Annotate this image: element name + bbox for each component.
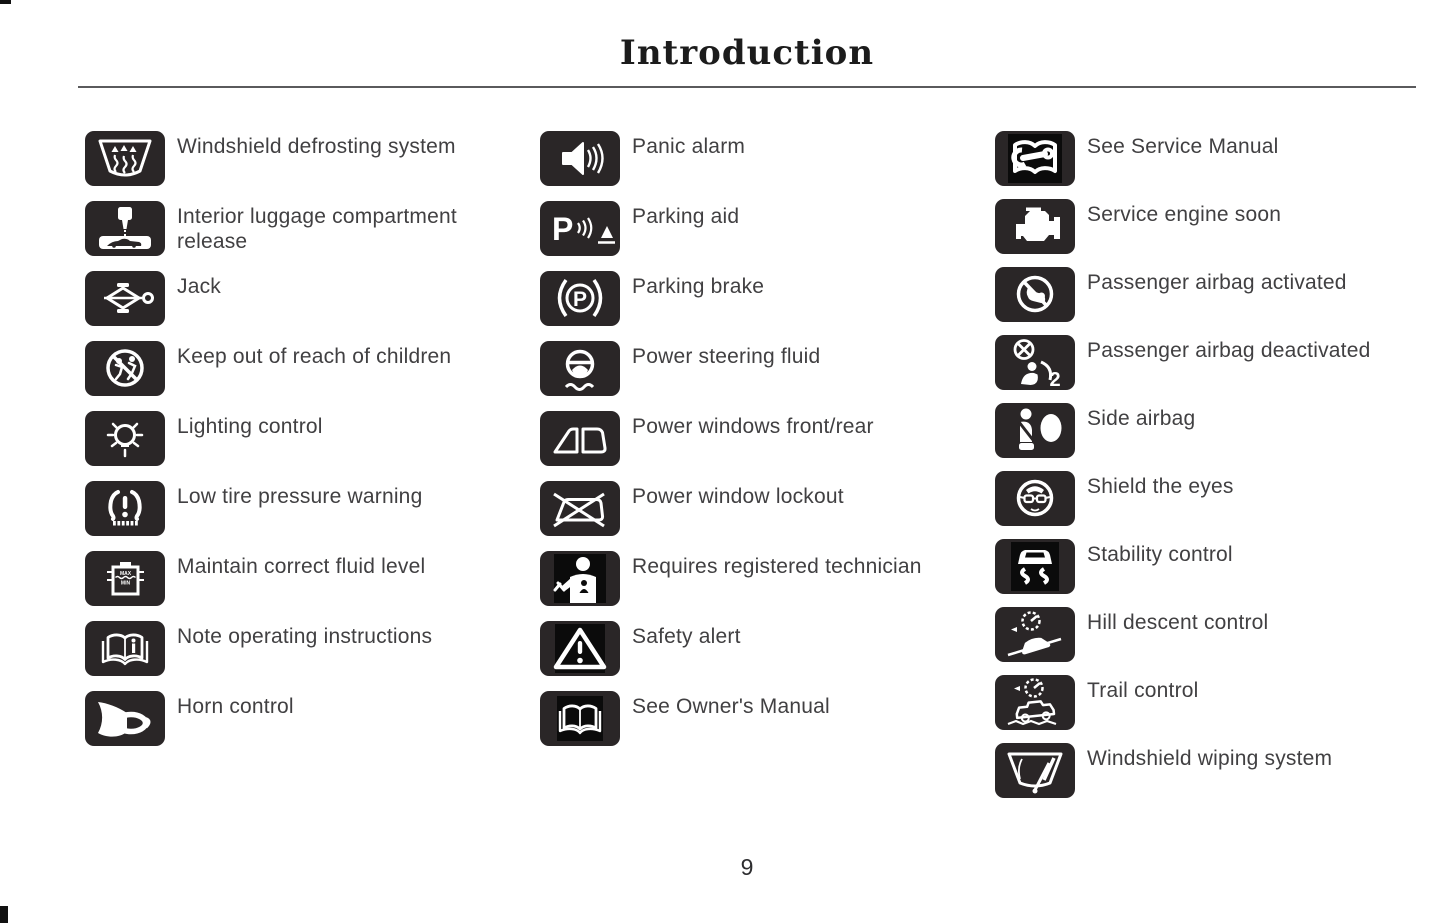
list-item: Note operating instructions bbox=[85, 621, 512, 676]
jack-icon bbox=[85, 271, 165, 326]
operating-instructions-icon bbox=[85, 621, 165, 676]
item-label: Shield the eyes bbox=[1087, 475, 1234, 498]
keep-out-children-icon bbox=[85, 341, 165, 396]
item-label: Service engine soon bbox=[1087, 203, 1282, 226]
item-label: See Service Manual bbox=[1087, 135, 1279, 158]
list-item: Safety alert bbox=[540, 621, 967, 676]
item-label: Power steering fluid bbox=[632, 345, 821, 368]
svg-text:2: 2 bbox=[1049, 369, 1060, 390]
item-label: Side airbag bbox=[1087, 407, 1196, 430]
item-label: Panic alarm bbox=[632, 135, 746, 158]
page-number: 9 bbox=[740, 854, 754, 880]
item-label: Jack bbox=[177, 275, 221, 298]
list-item: Windshield wiping system bbox=[995, 743, 1422, 798]
owners-manual-icon bbox=[540, 691, 620, 746]
trail-control-icon bbox=[995, 675, 1075, 730]
svg-text:MAX: MAX bbox=[120, 571, 132, 577]
list-item: Side airbag bbox=[995, 403, 1422, 458]
safety-alert-icon bbox=[540, 621, 620, 676]
item-label: Windshield wiping system bbox=[1087, 747, 1333, 770]
parking-aid-icon: P bbox=[540, 201, 620, 256]
list-item: Low tire pressure warning bbox=[85, 481, 512, 536]
symbol-column-left: Windshield defrosting system Interior lu… bbox=[85, 131, 512, 761]
list-item: See Owner's Manual bbox=[540, 691, 967, 746]
item-label: Requires registered technician bbox=[632, 555, 922, 578]
item-label: Maintain correct fluid level bbox=[177, 555, 426, 578]
item-label: Low tire pressure warning bbox=[177, 485, 423, 508]
windshield-wiping-icon bbox=[995, 743, 1075, 798]
item-label: Parking aid bbox=[632, 205, 740, 228]
list-item: P Parking aid bbox=[540, 201, 967, 256]
item-label: Lighting control bbox=[177, 415, 323, 438]
parking-brake-icon: P bbox=[540, 271, 620, 326]
list-item: 2 Passenger airbag deactivated bbox=[995, 335, 1422, 390]
horn-icon bbox=[85, 691, 165, 746]
windshield-defrosting-icon bbox=[85, 131, 165, 186]
window-lockout-icon bbox=[540, 481, 620, 536]
power-steering-icon bbox=[540, 341, 620, 396]
luggage-release-icon bbox=[85, 201, 165, 256]
list-item: Requires registered technician bbox=[540, 551, 967, 606]
list-item: Service engine soon bbox=[995, 199, 1422, 254]
service-manual-icon bbox=[995, 131, 1075, 186]
fluid-level-icon: MAX MIN bbox=[85, 551, 165, 606]
scan-artifact-bottom-left bbox=[0, 906, 8, 923]
list-item: P Parking brake bbox=[540, 271, 967, 326]
item-label: Stability control bbox=[1087, 543, 1233, 566]
item-label: Power windows front/rear bbox=[632, 415, 874, 438]
svg-text:P: P bbox=[552, 211, 573, 247]
item-label: Hill descent control bbox=[1087, 611, 1269, 634]
list-item: Passenger airbag activated bbox=[995, 267, 1422, 322]
list-item: Keep out of reach of children bbox=[85, 341, 512, 396]
item-label: Keep out of reach of children bbox=[177, 345, 452, 368]
power-windows-icon bbox=[540, 411, 620, 466]
shield-eyes-icon bbox=[995, 471, 1075, 526]
side-airbag-icon bbox=[995, 403, 1075, 458]
list-item: Windshield defrosting system bbox=[85, 131, 512, 186]
symbol-column-right: See Service Manual Service engine soon bbox=[995, 131, 1422, 811]
list-item: Power window lockout bbox=[540, 481, 967, 536]
item-label: Trail control bbox=[1087, 679, 1199, 702]
title-divider bbox=[78, 86, 1416, 88]
item-label: Safety alert bbox=[632, 625, 741, 648]
list-item: Lighting control bbox=[85, 411, 512, 466]
panic-alarm-icon bbox=[540, 131, 620, 186]
item-label: Passenger airbag deactivated bbox=[1087, 339, 1371, 362]
item-label: See Owner's Manual bbox=[632, 695, 830, 718]
item-label: Horn control bbox=[177, 695, 294, 718]
list-item: Hill descent control bbox=[995, 607, 1422, 662]
low-tire-pressure-icon bbox=[85, 481, 165, 536]
item-label: Parking brake bbox=[632, 275, 765, 298]
list-item: Interior luggage compartment release bbox=[85, 201, 512, 256]
stability-control-icon bbox=[995, 539, 1075, 594]
list-item: MAX MIN Maintain correct fluid level bbox=[85, 551, 512, 606]
list-item: Shield the eyes bbox=[995, 471, 1422, 526]
list-item: Power steering fluid bbox=[540, 341, 967, 396]
engine-icon bbox=[995, 199, 1075, 254]
item-label: Power window lockout bbox=[632, 485, 844, 508]
list-item: Trail control bbox=[995, 675, 1422, 730]
technician-icon bbox=[540, 551, 620, 606]
list-item: Stability control bbox=[995, 539, 1422, 594]
list-item: Jack bbox=[85, 271, 512, 326]
svg-text:P: P bbox=[573, 288, 587, 311]
list-item: Power windows front/rear bbox=[540, 411, 967, 466]
lighting-control-icon bbox=[85, 411, 165, 466]
item-label: Interior luggage compartment release bbox=[177, 205, 457, 253]
item-label: Note operating instructions bbox=[177, 625, 433, 648]
list-item: Horn control bbox=[85, 691, 512, 746]
list-item: See Service Manual bbox=[995, 131, 1422, 186]
list-item: Panic alarm bbox=[540, 131, 967, 186]
airbag-activated-icon bbox=[995, 267, 1075, 322]
hill-descent-icon bbox=[995, 607, 1075, 662]
symbol-column-middle: Panic alarm P Parking aid P bbox=[540, 131, 967, 761]
item-label: Passenger airbag activated bbox=[1087, 271, 1347, 294]
scan-artifact-top-left bbox=[0, 0, 11, 4]
page-title: Introduction bbox=[619, 33, 875, 73]
item-label: Windshield defrosting system bbox=[177, 135, 456, 158]
svg-text:MIN: MIN bbox=[121, 581, 131, 587]
airbag-deactivated-icon: 2 bbox=[995, 335, 1075, 390]
